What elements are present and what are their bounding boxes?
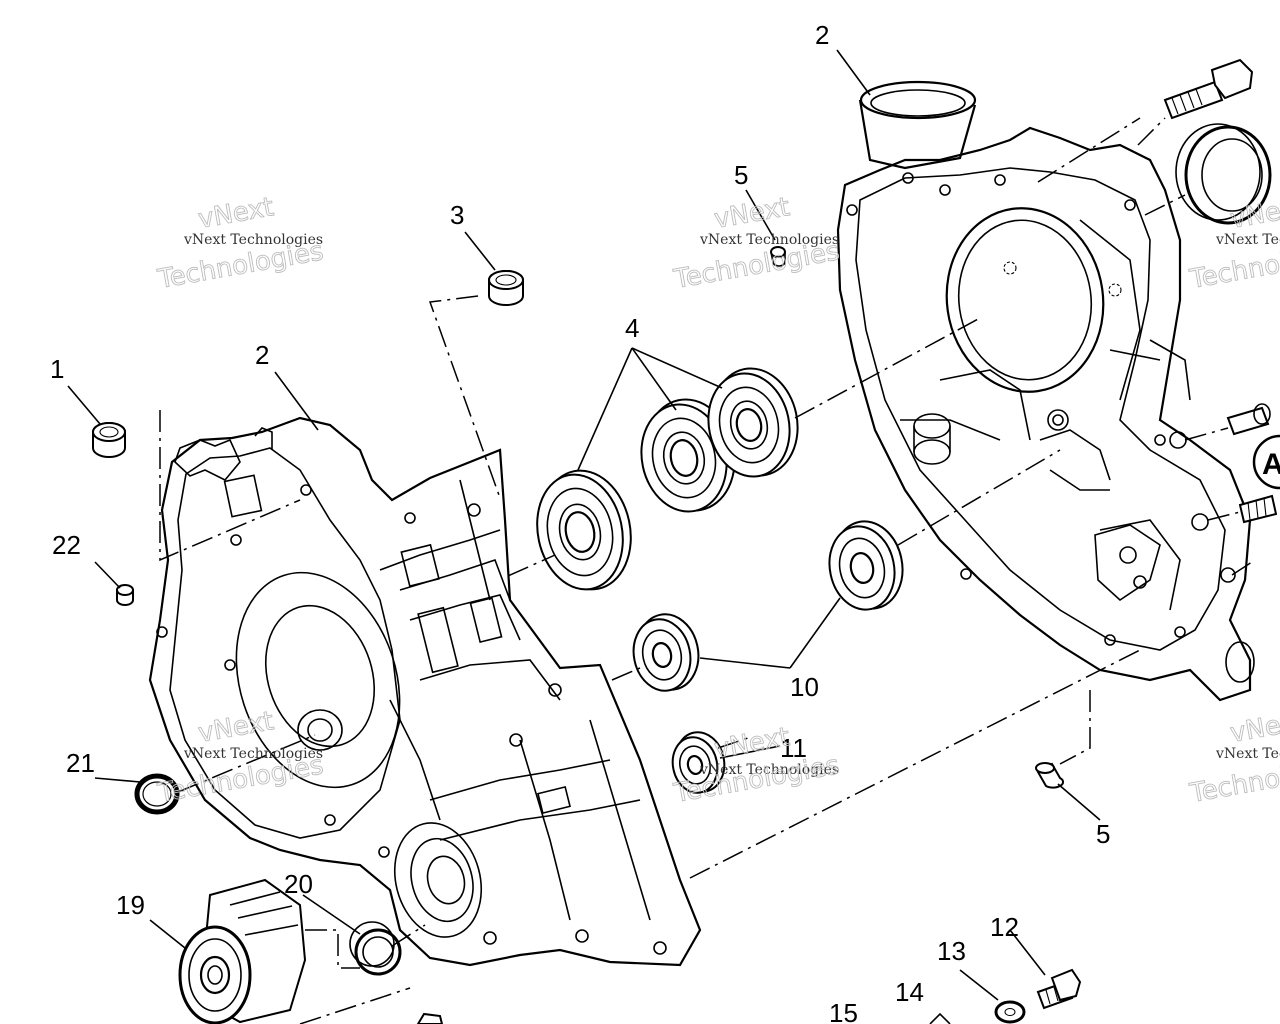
watermark-2-line2: vNext Technologies bbox=[699, 232, 839, 248]
watermark-1: vNext vNext Technologies Technologies bbox=[155, 192, 327, 296]
callout-3: 3 bbox=[450, 200, 464, 230]
oil-seal-upper-right bbox=[1175, 123, 1272, 225]
watermark-6-line1: vNext bbox=[1228, 706, 1280, 749]
watermark-1-line1: vNext bbox=[196, 192, 276, 235]
bearing-part-10-upper bbox=[828, 520, 904, 611]
callout-15: 15 bbox=[829, 998, 858, 1024]
callout-5-upper: 5 bbox=[734, 160, 748, 190]
oil-seal-part-20 bbox=[349, 921, 402, 976]
callout-2-left: 2 bbox=[255, 340, 269, 370]
watermark-4-line1: vNext bbox=[196, 706, 276, 749]
left-crankcase-half bbox=[148, 416, 702, 967]
stud-bottom bbox=[416, 1012, 444, 1024]
dowel-pin-part-5-lower bbox=[1035, 762, 1065, 789]
bearing-part-4-right bbox=[707, 367, 799, 478]
leader-lines bbox=[67, 49, 1256, 1024]
dowel-bush-part-1 bbox=[92, 422, 126, 458]
callout-10: 10 bbox=[790, 672, 819, 702]
bolt-part-12 bbox=[1036, 968, 1082, 1010]
callout-11: 11 bbox=[780, 733, 807, 763]
bolt-upper-right bbox=[1163, 58, 1254, 120]
callout-4: 4 bbox=[625, 313, 639, 343]
pulley-part-19 bbox=[178, 878, 307, 1024]
bearing-part-11 bbox=[671, 731, 726, 794]
o-ring-part-21 bbox=[134, 773, 180, 815]
part-14-fragment bbox=[929, 1012, 951, 1024]
callout-22: 22 bbox=[52, 530, 81, 560]
bearing-part-4-left bbox=[536, 469, 632, 591]
watermark-5-line2: vNext Technologies bbox=[699, 762, 839, 778]
callout-12: 12 bbox=[990, 912, 1019, 942]
watermark-6-line2: vNext Technologies bbox=[1215, 746, 1280, 762]
callout-5-lower: 5 bbox=[1096, 819, 1110, 849]
washer-part-13 bbox=[994, 1000, 1026, 1024]
watermark-3-line2: vNext Technologies bbox=[1215, 232, 1280, 248]
bearing-part-10-lower bbox=[632, 613, 700, 692]
plug-right-upper bbox=[1226, 403, 1271, 436]
callout-20: 20 bbox=[284, 869, 313, 899]
reference-marker-A bbox=[1252, 434, 1280, 490]
callout-A: A bbox=[1262, 448, 1280, 481]
callout-1: 1 bbox=[50, 354, 64, 384]
watermark-4-line2: vNext Technologies bbox=[183, 746, 323, 762]
watermark-6: vNext vNext Technologies Technologies bbox=[1187, 706, 1280, 810]
callout-19: 19 bbox=[116, 890, 145, 920]
watermark-2: vNext vNext Technologies Technologies bbox=[671, 192, 843, 296]
dowel-pin-part-5-upper bbox=[770, 246, 786, 267]
callout-2-right: 2 bbox=[815, 20, 829, 50]
callout-labels: 1 2 2 3 4 5 5 10 11 12 13 14 15 19 20 21… bbox=[50, 20, 1280, 1024]
callout-14: 14 bbox=[895, 977, 924, 1007]
dowel-bush-part-3 bbox=[488, 270, 524, 306]
callout-21: 21 bbox=[66, 748, 95, 778]
watermark-2-line1: vNext bbox=[712, 192, 792, 235]
callout-13: 13 bbox=[937, 936, 966, 966]
dowel-pin-part-22 bbox=[116, 584, 134, 606]
fitting-right-middle bbox=[1238, 494, 1278, 524]
watermark-1-line2: vNext Technologies bbox=[183, 232, 323, 248]
